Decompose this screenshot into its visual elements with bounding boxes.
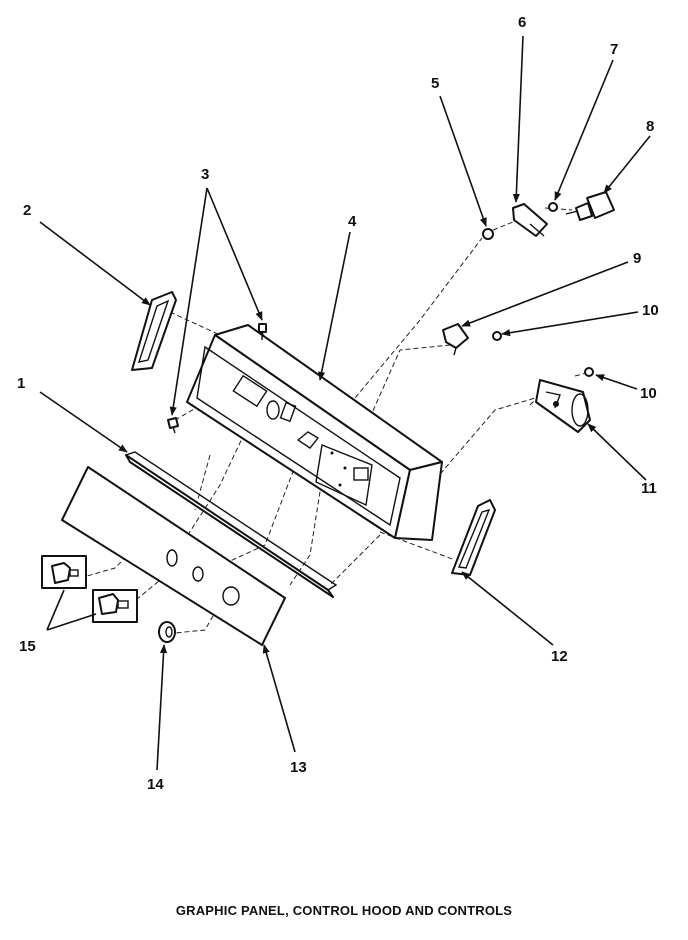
part-4-control-hood <box>186 324 443 541</box>
callout-12: 12 <box>551 648 568 665</box>
callout-numbers: 1 2 3 4 5 6 7 8 9 10 10 11 12 13 14 15 <box>17 14 659 793</box>
part-10-nuts <box>492 331 594 377</box>
callout-9: 9 <box>633 250 641 267</box>
callout-7: 7 <box>610 41 618 58</box>
part-15-knobs <box>41 555 138 623</box>
part-2-left-end-cap <box>131 291 177 371</box>
callout-15: 15 <box>19 638 36 655</box>
diagram-caption: GRAPHIC PANEL, CONTROL HOOD AND CONTROLS <box>175 903 513 918</box>
part-14-knob <box>158 621 176 643</box>
callout-4: 4 <box>348 213 357 230</box>
part-13-graphic-panel <box>61 466 286 646</box>
part-3-screws <box>167 323 267 434</box>
callout-3: 3 <box>201 166 209 183</box>
callout-10-upper: 10 <box>642 302 659 319</box>
part-6-bracket <box>512 203 548 237</box>
callout-14: 14 <box>147 776 164 793</box>
part-8-switch <box>565 191 615 221</box>
part-5-nut <box>482 228 494 240</box>
part-12-right-end-cap <box>451 499 496 576</box>
part-1-trim-strip <box>125 451 338 598</box>
callout-13: 13 <box>290 759 307 776</box>
part-9-switch <box>442 323 469 356</box>
callout-2: 2 <box>23 202 31 219</box>
leader-lines <box>39 35 651 771</box>
callout-11: 11 <box>641 480 657 497</box>
part-7-nut <box>548 202 558 212</box>
callout-8: 8 <box>646 118 654 135</box>
callout-5: 5 <box>431 75 439 92</box>
callout-10-lower: 10 <box>640 385 657 402</box>
callout-6: 6 <box>518 14 526 31</box>
part-11-timer <box>535 379 591 433</box>
callout-1: 1 <box>17 375 25 392</box>
